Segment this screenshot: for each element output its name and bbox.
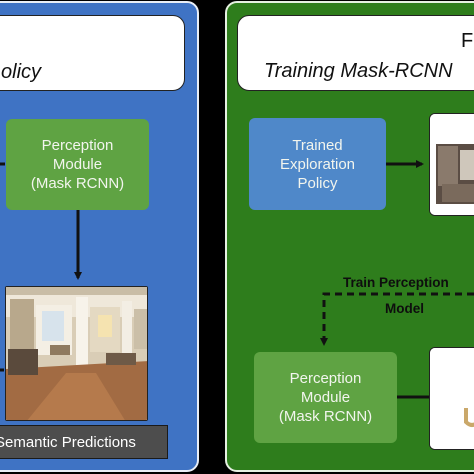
left-title-text: olicy (1, 61, 42, 83)
right-scene-image-frame (429, 113, 474, 216)
train-perception-label-line1: Train Perception (343, 275, 449, 290)
left-scene-image (5, 286, 148, 421)
right-title-line1: F (461, 30, 474, 52)
trained-policy-line1: Trained (292, 136, 343, 154)
left-perception-line3: (Mask RCNN) (30, 175, 125, 192)
left-perception-line1: Perception (41, 137, 114, 154)
left-perception-module: Perception Module (Mask RCNN) (6, 119, 149, 210)
trained-policy-line2: Exploration (279, 155, 356, 173)
right-perception-line1: Perception (289, 370, 362, 387)
trained-exploration-policy: Trained Exploration Policy (249, 118, 386, 210)
left-perception-line2: Module (52, 156, 103, 173)
right-bottom-image (430, 348, 474, 449)
trained-policy-line3: Policy (297, 174, 338, 192)
right-perception-module: Perception Module (Mask RCNN) (254, 352, 397, 443)
right-scene-image (430, 114, 474, 215)
right-bottom-image-frame (429, 347, 474, 450)
train-perception-label-line2: Model (385, 301, 424, 316)
semantic-predictions-caption: Semantic Predictions (0, 425, 168, 459)
room-scene-image (6, 287, 147, 420)
semantic-predictions-label: Semantic Predictions (0, 433, 136, 451)
left-panel-title: olicy (0, 15, 185, 91)
right-title-line2: Training Mask-RCNN (264, 60, 453, 82)
right-perception-line2: Module (300, 389, 351, 406)
train-perception-dashed-arrow (320, 292, 474, 346)
right-panel-title: F Training Mask-RCNN (237, 15, 474, 91)
right-perception-line3: (Mask RCNN) (278, 408, 373, 425)
